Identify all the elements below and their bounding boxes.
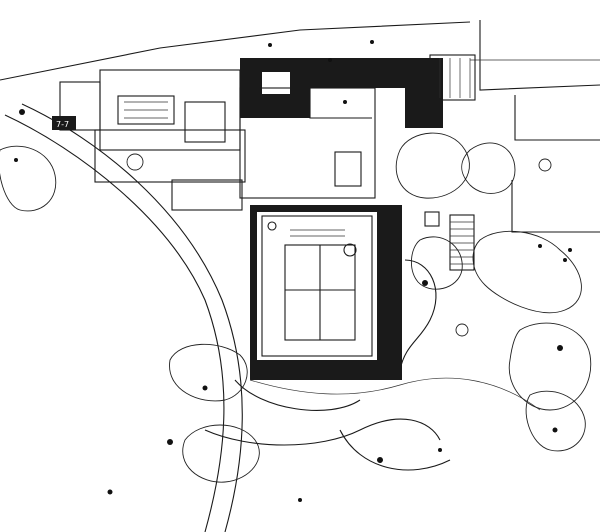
lawn-curves [204, 259, 541, 471]
label-block-text: 7-7 [56, 120, 69, 129]
lower-building [250, 205, 402, 380]
driveway-curve [4, 103, 243, 532]
stairs [424, 211, 475, 271]
tree-dots [14, 40, 572, 502]
label-block [52, 116, 76, 130]
upper-house-block: 7-7 [52, 69, 246, 211]
tree-canopies [0, 132, 592, 483]
site-boundary-lines [0, 20, 600, 233]
dark-wing [240, 54, 476, 128]
middle-courtyard [239, 87, 376, 199]
